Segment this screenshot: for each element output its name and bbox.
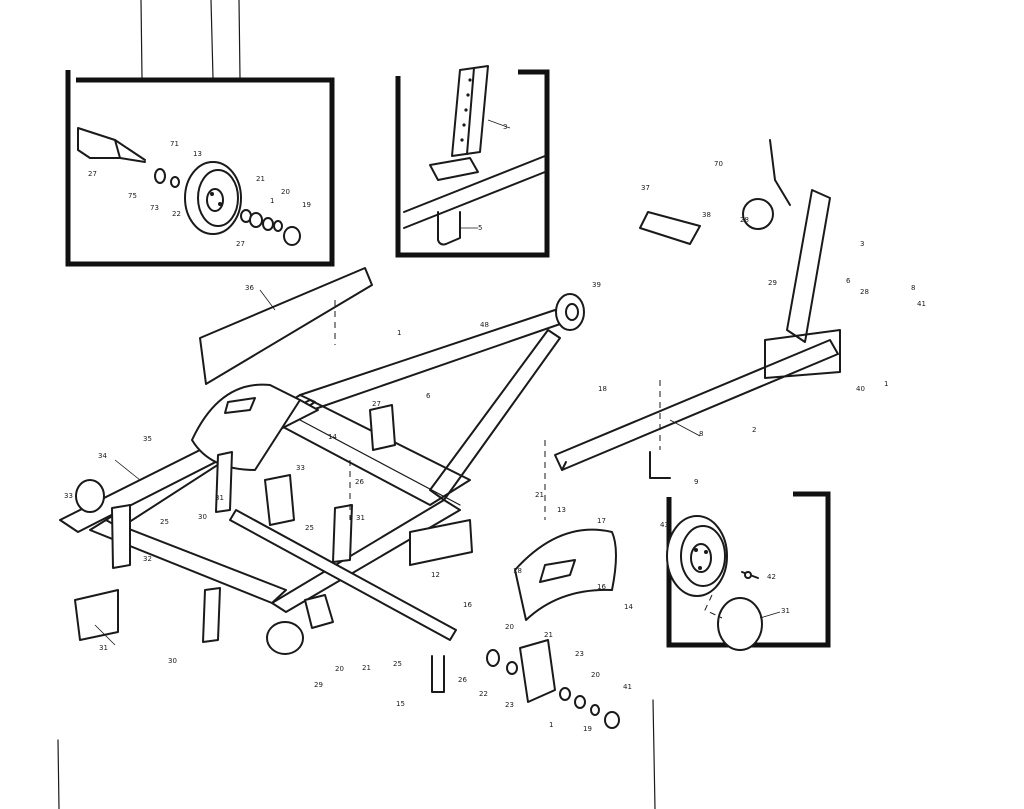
callout-label: 5 bbox=[478, 224, 482, 232]
callout-label: 23 bbox=[505, 701, 514, 709]
callout-label: 16 bbox=[597, 583, 606, 591]
callout-label: 20 bbox=[335, 665, 344, 673]
callout-label: 31 bbox=[781, 607, 790, 615]
callout-label: 21 bbox=[535, 491, 544, 499]
callout-label: 26 bbox=[458, 676, 467, 684]
callout-label: 30 bbox=[198, 513, 207, 521]
callout-label: 27 bbox=[88, 170, 97, 178]
callout-label: 70 bbox=[714, 160, 723, 168]
callout-label: 3 bbox=[503, 123, 507, 131]
callout-label: 31 bbox=[356, 514, 365, 522]
callout-label: 42 bbox=[767, 573, 776, 581]
callout-label: 12 bbox=[431, 571, 440, 579]
callout-label: 6 bbox=[426, 392, 431, 400]
callout-label: 25 bbox=[393, 660, 402, 668]
callout-label: 75 bbox=[128, 192, 137, 200]
callout-label: 17 bbox=[597, 517, 606, 525]
callout-label: 28 bbox=[860, 288, 869, 296]
callout-label: 15 bbox=[396, 700, 405, 708]
callout-label: 27 bbox=[372, 400, 381, 408]
callout-label: 33 bbox=[296, 464, 305, 472]
callout-label: 48 bbox=[480, 321, 489, 329]
callout-label: 35 bbox=[143, 435, 152, 443]
callout-label: 3 bbox=[860, 240, 864, 248]
callout-label: 8 bbox=[911, 284, 915, 292]
callout-label: 41 bbox=[917, 300, 926, 308]
callout-label: 39 bbox=[592, 281, 601, 289]
callout-label: 25 bbox=[160, 518, 169, 526]
callout-label: 16 bbox=[463, 601, 472, 609]
callout-label: 6 bbox=[846, 277, 851, 285]
callout-label: 22 bbox=[479, 690, 488, 698]
callout-label: 40 bbox=[856, 385, 865, 393]
callout-label: 28 bbox=[740, 216, 749, 224]
inset-spindle-detail bbox=[65, 70, 335, 267]
callout-label: 20 bbox=[591, 671, 600, 679]
callouts: 27 75 73 71 13 22 21 20 27 1 19 3 5 70 3… bbox=[64, 119, 926, 733]
callout-label: 19 bbox=[583, 725, 592, 733]
callout-label: 21 bbox=[362, 664, 371, 672]
callout-label: 26 bbox=[355, 478, 364, 486]
trailer-frame bbox=[59, 139, 841, 729]
callout-label: 19 bbox=[302, 201, 311, 209]
callout-label: 20 bbox=[505, 623, 514, 631]
inset-jack-detail bbox=[395, 65, 550, 258]
callout-label: 8 bbox=[699, 430, 703, 438]
callout-label: 30 bbox=[168, 657, 177, 665]
callout-label: 22 bbox=[172, 210, 181, 218]
callout-label: 1 bbox=[397, 329, 401, 337]
inset-wheel-detail bbox=[666, 491, 831, 651]
callout-label: 38 bbox=[702, 211, 711, 219]
callout-label: 23 bbox=[575, 650, 584, 658]
callout-label: 1 bbox=[270, 197, 274, 205]
callout-label: 25 bbox=[305, 524, 314, 532]
callout-label: 9 bbox=[694, 478, 698, 486]
callout-label: 14 bbox=[328, 433, 337, 441]
callout-label: 36 bbox=[245, 284, 254, 292]
callout-label: 18 bbox=[513, 567, 522, 575]
scan-artifacts bbox=[57, 0, 656, 809]
callout-label: 2 bbox=[752, 426, 756, 434]
callout-label: 33 bbox=[64, 492, 73, 500]
callout-label: 34 bbox=[98, 452, 107, 460]
callout-label: 14 bbox=[624, 603, 633, 611]
callout-label: 1 bbox=[549, 721, 553, 729]
callout-label: 43 bbox=[660, 521, 669, 529]
callout-label: 29 bbox=[314, 681, 323, 689]
callout-label: 37 bbox=[641, 184, 650, 192]
callout-label: 71 bbox=[170, 140, 179, 148]
callout-label: 21 bbox=[256, 175, 265, 183]
callout-label: 27 bbox=[236, 240, 245, 248]
callout-label: 73 bbox=[150, 204, 159, 212]
callout-label: 29 bbox=[768, 279, 777, 287]
callout-label: 20 bbox=[281, 188, 290, 196]
callout-label: 13 bbox=[193, 150, 202, 158]
callout-label: 31 bbox=[99, 644, 108, 652]
callout-label: 31 bbox=[215, 494, 224, 502]
callout-label: 1 bbox=[884, 380, 888, 388]
callout-label: 18 bbox=[598, 385, 607, 393]
callout-label: 32 bbox=[143, 555, 152, 563]
callout-label: 21 bbox=[544, 631, 553, 639]
callout-label: 41 bbox=[623, 683, 632, 691]
callout-label: 13 bbox=[557, 506, 566, 514]
